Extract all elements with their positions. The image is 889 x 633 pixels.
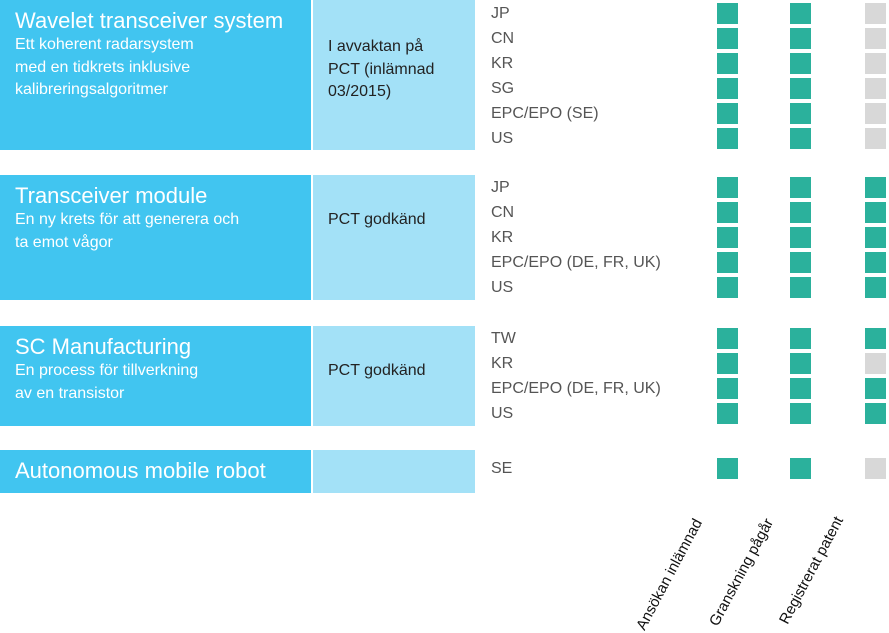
country-label: US [491,279,514,296]
stage-complete-marker [717,227,738,248]
group-status [313,450,475,493]
stage-complete-marker [717,458,738,479]
stage-pending-marker [865,78,886,99]
stage-complete-marker [717,403,738,424]
country-label: JP [491,5,510,22]
stage-complete-marker [790,103,811,124]
stage-complete-marker [790,403,811,424]
group-name: SC Manufacturing [15,334,192,359]
country-label: CN [491,30,515,47]
patent-group: Transceiver module En ny krets för att ge… [0,175,889,300]
stage-complete-marker [790,353,811,374]
stage-complete-marker [865,328,886,349]
country-label: KR [491,355,514,372]
stage-complete-marker [790,378,811,399]
stage-complete-marker [717,3,738,24]
stage-pending-marker [865,353,886,374]
group-name: Autonomous mobile robot [15,458,266,483]
stage-complete-marker [717,128,738,149]
stage-complete-marker [865,403,886,424]
group-description: En process för tillverkning av en transi… [15,362,199,402]
group-status: PCT godkänd [313,175,475,300]
stage-pending-marker [865,3,886,24]
stage-complete-marker [717,328,738,349]
patent-group: Autonomous mobile robot SE [0,450,889,493]
group-status: I avvaktan på PCT (inlämnad 03/2015) [313,0,475,150]
stage-complete-marker [790,128,811,149]
stage-complete-marker [790,28,811,49]
country-label: TW [491,330,516,347]
stage-complete-marker [865,227,886,248]
group-title-box: Transceiver module En ny krets för att ge… [0,175,311,300]
stage-complete-marker [790,227,811,248]
stage-complete-marker [790,277,811,298]
stage-complete-marker [790,3,811,24]
group-description: Ett koherent radarsystem med en tidkrets… [15,36,194,98]
stage-complete-marker [790,78,811,99]
column-header-stage: Ansökan inlämnad [633,516,706,633]
group-name: Transceiver module [15,183,208,208]
country-label: CN [491,204,515,221]
stage-pending-marker [865,128,886,149]
stage-complete-marker [717,28,738,49]
group-name: Wavelet transceiver system [15,8,284,33]
group-title-box: Autonomous mobile robot [0,450,311,493]
stage-complete-marker [717,378,738,399]
group-title-box: SC Manufacturing En process för tillverkn… [0,326,311,426]
stage-pending-marker [865,28,886,49]
stage-complete-marker [865,252,886,273]
group-status: PCT godkänd [313,326,475,426]
stage-pending-marker [865,458,886,479]
stage-complete-marker [717,202,738,223]
column-header-stage: Registrerat patent [776,513,847,627]
stage-complete-marker [790,458,811,479]
stage-complete-marker [717,103,738,124]
country-label: EPC/EPO (DE, FR, UK) [491,380,661,397]
column-header-stage: Granskning pågår [706,515,777,629]
country-label: EPC/EPO (SE) [491,105,599,122]
stage-complete-marker [865,378,886,399]
stage-complete-marker [717,78,738,99]
country-label: SE [491,460,513,477]
stage-complete-marker [865,202,886,223]
stage-complete-marker [717,277,738,298]
country-label: KR [491,55,514,72]
stage-complete-marker [717,252,738,273]
group-description: En ny krets för att generera och ta emot… [15,211,240,251]
stage-complete-marker [790,177,811,198]
stage-complete-marker [790,328,811,349]
country-label: JP [491,179,510,196]
stage-complete-marker [790,53,811,74]
stage-complete-marker [790,252,811,273]
stage-complete-marker [865,177,886,198]
country-label: SG [491,80,515,97]
country-label: KR [491,229,514,246]
stage-complete-marker [717,353,738,374]
stage-pending-marker [865,103,886,124]
country-label: EPC/EPO (DE, FR, UK) [491,254,661,271]
stage-complete-marker [717,53,738,74]
stage-complete-marker [865,277,886,298]
country-label: US [491,405,514,422]
stage-complete-marker [790,202,811,223]
stage-complete-marker [717,177,738,198]
patent-group: SC Manufacturing En process för tillverkn… [0,326,889,426]
country-label: US [491,130,514,147]
stage-pending-marker [865,53,886,74]
